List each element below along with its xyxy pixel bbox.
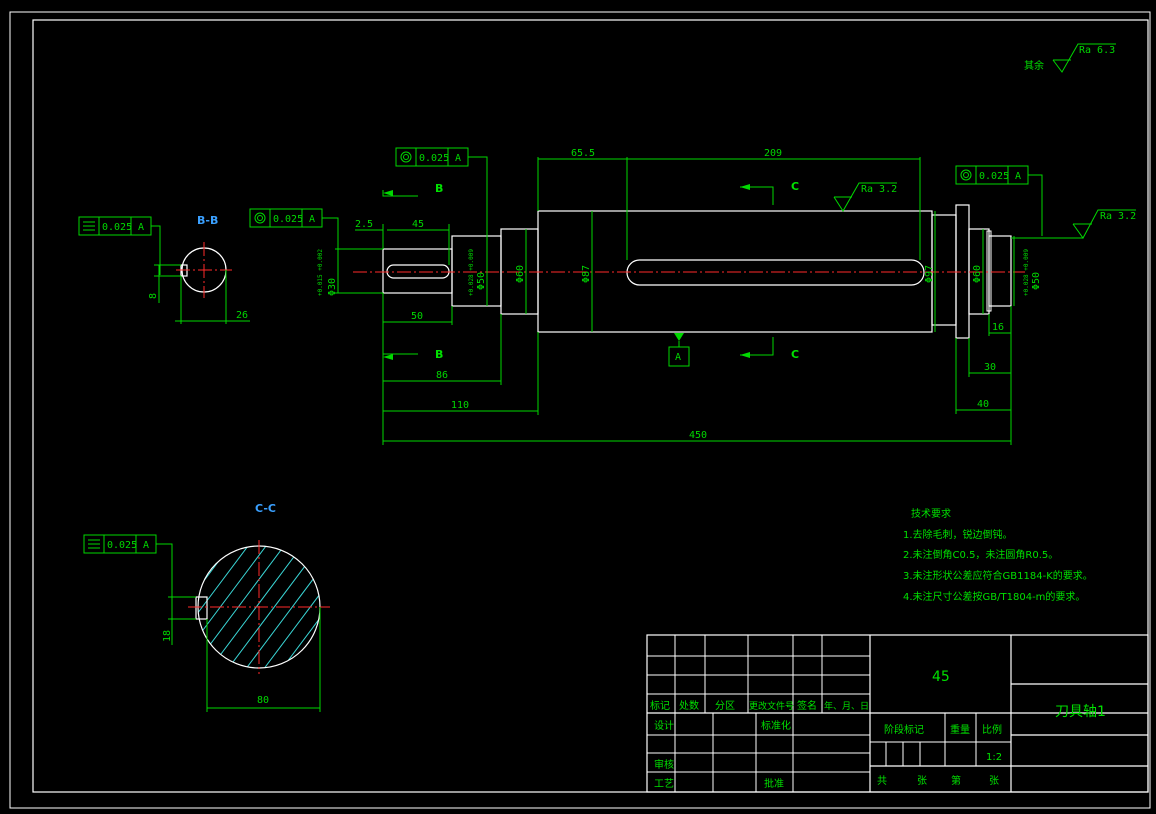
outer-border <box>9 11 1151 809</box>
tb-header-mark: 标记 <box>650 700 670 712</box>
section-label: B <box>435 348 443 361</box>
dim-2-5: 2.5 <box>355 219 373 230</box>
section-label: B <box>435 182 443 195</box>
tb-stage: 阶段标记 <box>884 723 924 736</box>
dim-bb-8: 8 <box>148 293 159 299</box>
tb-header-zone: 分区 <box>715 700 735 712</box>
dim-dia87: Φ87 <box>581 265 592 283</box>
tb-sheet-zhang1: 张 <box>917 775 927 787</box>
tol-value: 0.025 <box>419 153 449 164</box>
tolerance-frame-right: 0.025 A <box>955 165 1043 236</box>
technical-requirements: 技术要求 1.去除毛刺，锐边倒钝。 2.未注倒角C0.5，未注圆角R0.5。 3… <box>903 507 1093 603</box>
dim-40: 40 <box>977 399 989 410</box>
tol-datum: A <box>1015 171 1021 182</box>
section-marker-b-top: B <box>382 182 443 197</box>
tb-header-change: 更改文件号 <box>749 700 794 712</box>
dimension-lines <box>335 157 1015 445</box>
tol-datum: A <box>143 540 149 551</box>
section-marker-c-bottom: C <box>740 337 799 361</box>
dim-65-5: 65.5 <box>571 148 595 159</box>
dim-dia97: Φ97 <box>924 265 935 283</box>
tol-value: 0.025 <box>979 171 1009 182</box>
tolerance-frame-bb: 0.025 A <box>78 216 161 275</box>
roughness-value: Ra 3.2 <box>861 184 897 195</box>
tb-header-sign: 签名 <box>797 699 817 712</box>
datum-a-marker: A <box>668 333 690 367</box>
note-item-4: 4.未注尺寸公差按GB/T1804-m的要求。 <box>903 590 1085 603</box>
tb-part-name: 刀具轴1 <box>1055 704 1106 720</box>
dim-30: 30 <box>984 362 996 373</box>
roughness-symbol-top: Ra 3.2 <box>833 182 897 212</box>
dim-tol50-right: +0.028 +0.009 <box>1023 249 1030 296</box>
tolerance-frame-cc: 0.025 A <box>83 534 173 598</box>
roughness-prefix: 其余 <box>1024 59 1044 72</box>
title-block: 45 刀具轴1 标记 处数 分区 更改文件号 签名 年、月、日 设计 标准化 审… <box>646 634 1149 793</box>
section-bb-view <box>154 242 250 324</box>
dim-dia50-left: Φ50 <box>476 272 487 290</box>
tolerance-frame-shaft-left: 0.025 A <box>249 208 339 249</box>
tb-scale: 比例 <box>982 723 1002 736</box>
tb-review: 审核 <box>654 758 674 771</box>
dim-86: 86 <box>436 370 448 381</box>
roughness-value: Ra 3.2 <box>1100 211 1136 222</box>
dim-450: 450 <box>689 430 707 441</box>
section-title-cc: C-C <box>255 502 276 515</box>
dim-cc-18: 18 <box>162 630 173 642</box>
tb-scale-value: 1:2 <box>986 752 1002 763</box>
dim-50: 50 <box>411 311 423 322</box>
dim-bb-26: 26 <box>236 310 248 321</box>
section-marker-c-top: C <box>740 180 799 205</box>
section-marker-b-bottom: B <box>382 348 443 361</box>
section-cc-view <box>168 540 330 712</box>
roughness-symbol-right: Ra 3.2 <box>1011 209 1136 239</box>
dim-dia60-left: Φ60 <box>515 265 526 283</box>
tb-sheet-zhang2: 张 <box>989 775 999 787</box>
tb-sheet-total: 共 <box>877 775 887 787</box>
tol-datum: A <box>309 214 315 225</box>
note-item-1: 1.去除毛刺，锐边倒钝。 <box>903 528 1013 541</box>
tb-header-count: 处数 <box>679 699 699 712</box>
tb-standard: 标准化 <box>761 719 791 732</box>
note-item-3: 3.未注形状公差应符合GB1184-K的要求。 <box>903 569 1093 582</box>
dim-209: 209 <box>764 148 782 159</box>
dim-110: 110 <box>451 400 469 411</box>
dim-dia60-right: Φ60 <box>972 265 983 283</box>
tb-header-date: 年、月、日 <box>824 700 869 712</box>
dim-45: 45 <box>412 219 424 230</box>
tol-datum: A <box>455 153 461 164</box>
section-label: C <box>791 180 799 193</box>
datum-label: A <box>675 352 681 363</box>
dim-16: 16 <box>992 322 1004 333</box>
tb-weight: 重量 <box>950 723 970 736</box>
tol-value: 0.025 <box>107 540 137 551</box>
tolerance-frame-top-left: 0.025 A <box>395 147 488 236</box>
tb-sheet-num: 第 <box>951 774 961 787</box>
tol-value: 0.025 <box>273 214 303 225</box>
tol-datum: A <box>138 222 144 233</box>
roughness-value: Ra 6.3 <box>1079 45 1115 56</box>
dim-dia30: Φ30 <box>327 278 338 296</box>
inner-border <box>32 19 1149 793</box>
tb-material: 45 <box>932 669 950 685</box>
section-title-bb: B-B <box>197 214 218 227</box>
notes-title: 技术要求 <box>911 507 951 520</box>
section-label: C <box>791 348 799 361</box>
tb-process: 工艺 <box>654 778 674 790</box>
note-item-2: 2.未注倒角C0.5，未注圆角R0.5。 <box>903 548 1058 561</box>
dim-cc-80: 80 <box>257 695 269 706</box>
dim-dia50-right: Φ50 <box>1031 272 1042 290</box>
roughness-symbol-other: 其余 Ra 6.3 <box>1024 43 1116 73</box>
dim-tol30: +0.015 +0.002 <box>317 249 324 296</box>
tol-value: 0.025 <box>102 222 132 233</box>
tb-design: 设计 <box>654 719 674 732</box>
dim-tol50-left: +0.028 +0.009 <box>468 249 475 296</box>
tb-approve: 批准 <box>764 777 784 790</box>
